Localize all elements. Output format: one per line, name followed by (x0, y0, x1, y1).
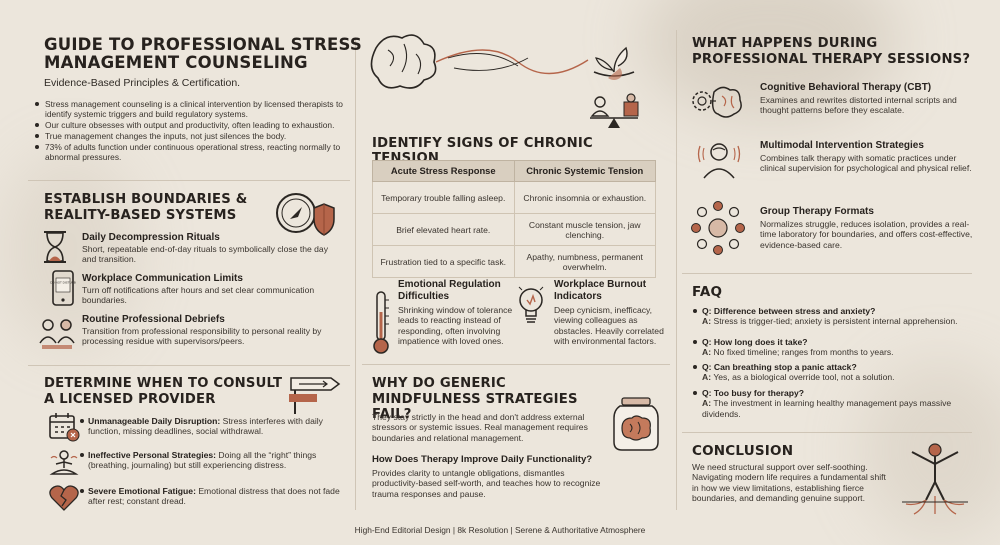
compass-shield-icon (272, 188, 336, 240)
page-title: GUIDE TO PROFESSIONAL STRESS MANAGEMENT … (44, 35, 362, 72)
table-row: Frustration tied to a specific task. Apa… (372, 245, 656, 279)
faq-answer: The investment in learning healthy manag… (702, 398, 952, 419)
faq-answer-label: A: (702, 316, 712, 327)
session-item-title: Group Therapy Formats (760, 206, 874, 217)
faq-question: Q: Difference between stress and anxiety… (702, 306, 876, 316)
table-cell: Brief elevated heart rate. (372, 213, 515, 247)
faq-item: Q: Difference between stress and anxiety… (692, 306, 972, 327)
consult-heading: DETERMINE WHEN TO CONSULT A LICENSED PRO… (44, 376, 283, 407)
mindfulness-heading: WHY DO GENERIC MINDFULNESS STRATEGIES FA… (372, 376, 578, 422)
boundary-item-text: Turn off notifications after hours and s… (82, 285, 315, 306)
intro-bullet: Stress management counseling is a clinic… (34, 99, 346, 119)
boundary-item-title: Workplace Communication Limits (82, 273, 243, 284)
consult-item-text: Emotional distress that does not fade af… (88, 486, 340, 507)
signs-table: Acute Stress Response Chronic Systemic T… (372, 159, 656, 279)
boundary-item-title: Routine Professional Debriefs (82, 314, 225, 325)
burnout-text: Deep cynicism, inefficacy, viewing colle… (554, 305, 664, 347)
intro-bullet: Our culture obsesses with output and pro… (34, 120, 346, 130)
lightbulb-icon (516, 284, 546, 328)
table-row: Temporary trouble falling asleep. Chroni… (372, 181, 656, 215)
footer-caption: High-End Editorial Design | 8k Resolutio… (354, 525, 646, 535)
faq-item: Q: Can breathing stop a panic attack? A:… (692, 362, 972, 383)
faq-answer-label: A: (702, 372, 712, 383)
conclusion-heading: CONCLUSION (692, 443, 794, 459)
signs-col-chronic: Chronic Systemic Tension (513, 159, 656, 183)
signs-col-acute: Acute Stress Response (372, 159, 515, 183)
phone-dnd-text: DO NOT DISTURB (50, 281, 76, 285)
consult-item-title: Ineffective Personal Strategies: (88, 450, 216, 460)
faq-answer: Stress is trigger-tied; anxiety is persi… (713, 316, 958, 327)
boundary-item-text: Transition from professional responsibil… (82, 326, 322, 347)
consult-item: Unmanageable Daily Disruption: Stress in… (80, 416, 344, 437)
intro-bullets: Stress management counseling is a clinic… (34, 99, 346, 163)
consult-item: Severe Emotional Fatigue: Emotional dist… (80, 486, 344, 507)
consult-item-text: Doing all the “right” things (breathing,… (88, 450, 317, 471)
boundary-item-title: Daily Decompression Rituals (82, 232, 220, 243)
brain-jar-icon (608, 396, 664, 452)
intro-bullet: 73% of adults function under continuous … (34, 142, 346, 162)
session-item-text: Combines talk therapy with somatic pract… (760, 153, 972, 174)
faq-bullet (693, 309, 697, 313)
faq-answer-label: A: (702, 347, 712, 358)
faq-item: Q: Too busy for therapy? A: The investme… (692, 388, 972, 419)
person-network-icon (696, 138, 742, 180)
mindfulness-text: They stay strictly in the head and don't… (372, 412, 588, 443)
faq-question: Q: How long does it take? (702, 337, 808, 347)
faq-item: Q: How long does it take? A: No fixed ti… (692, 337, 972, 358)
table-cell: Chronic insomnia or exhaustion. (513, 181, 656, 215)
meditation-icon (48, 448, 80, 480)
therapy-improve-text: Provides clarity to untangle obligations… (372, 468, 601, 499)
session-item-title: Cognitive Behavioral Therapy (CBT) (760, 82, 932, 93)
faq-question: Q: Too busy for therapy? (702, 388, 805, 398)
consult-item-title: Unmanageable Daily Disruption: (88, 416, 221, 426)
session-item-text: Examines and rewrites distorted internal… (760, 95, 957, 116)
table-cell: Temporary trouble falling asleep. (372, 181, 515, 215)
table-row: Brief elevated heart rate. Constant musc… (372, 213, 656, 247)
broken-heart-icon (48, 484, 80, 512)
intro-bullet: True management changes the inputs, not … (34, 131, 346, 141)
therapy-improve-title: How Does Therapy Improve Daily Functiona… (372, 454, 593, 465)
faq-question: Q: Can breathing stop a panic attack? (702, 362, 857, 372)
faq-heading: FAQ (692, 284, 723, 300)
signpost-icon (285, 374, 345, 414)
rooted-figure-icon (898, 440, 972, 516)
debrief-people-icon (38, 315, 76, 351)
session-item-title: Multimodal Intervention Strategies (760, 140, 924, 151)
group-circle-icon (690, 200, 746, 256)
phone-icon: DO NOT DISTURB (50, 270, 76, 306)
faq-bullet (693, 391, 697, 395)
consult-item-title: Severe Emotional Fatigue: (88, 486, 196, 496)
sessions-heading: WHAT HAPPENS DURING PROFESSIONAL THERAPY… (692, 36, 971, 67)
table-cell: Apathy, numbness, permanent overwhelm. (513, 245, 656, 279)
conclusion-text: We need structural support over self-soo… (692, 462, 886, 504)
faq-bullet (693, 340, 697, 344)
cbt-brain-gears-icon (690, 82, 744, 120)
faq-answer: No fixed timeline; ranges from months to… (713, 347, 894, 358)
emotional-regulation-text: Shrinking window of tolerance leads to r… (398, 305, 513, 347)
burnout-title: Workplace Burnout Indicators (554, 279, 647, 302)
boundary-item-text: Short, repeatable end-of-day rituals to … (82, 244, 329, 265)
consult-item: Ineffective Personal Strategies: Doing a… (80, 450, 344, 471)
faq-bullet (693, 365, 697, 369)
calendar-icon (48, 412, 80, 442)
brain-to-sprout-icon (368, 28, 668, 132)
hourglass-icon (40, 230, 70, 264)
session-item-text: Normalizes struggle, reduces isolation, … (760, 219, 973, 250)
consult-item-text: Stress interferes with daily function, m… (88, 416, 323, 437)
page-subtitle: Evidence-Based Principles & Certificatio… (44, 77, 241, 89)
faq-answer-label: A: (702, 398, 712, 409)
boundaries-heading: ESTABLISH BOUNDARIES & REALITY-BASED SYS… (44, 192, 248, 223)
consult-item-bullet (80, 419, 84, 423)
table-cell: Constant muscle tension, jaw clenching. (513, 213, 656, 247)
emotional-regulation-title: Emotional Regulation Difficulties (398, 279, 501, 302)
thermometer-icon (370, 290, 392, 356)
consult-item-bullet (80, 489, 84, 493)
table-cell: Frustration tied to a specific task. (372, 245, 515, 279)
consult-item-bullet (80, 453, 84, 457)
faq-answer: Yes, as a biological override tool, not … (713, 372, 895, 383)
